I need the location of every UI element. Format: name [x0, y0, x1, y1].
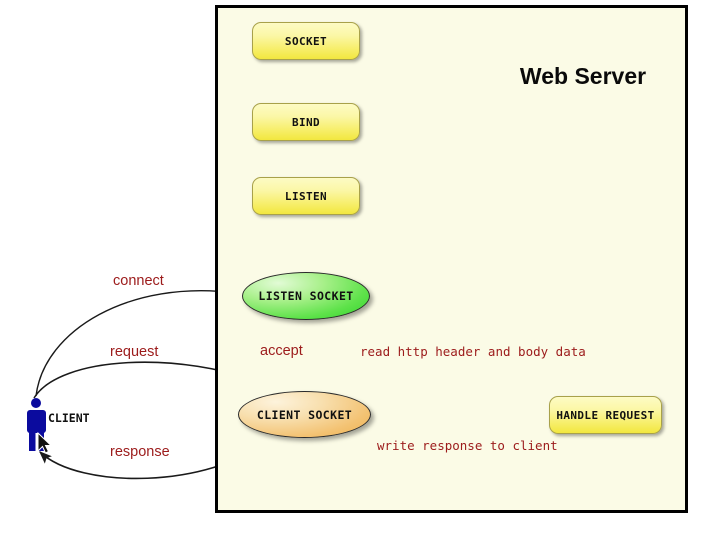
node-client-socket-label: CLIENT SOCKET — [256, 407, 353, 422]
node-client-socket[interactable]: CLIENT SOCKET — [238, 391, 371, 438]
node-listen[interactable]: LISTEN — [252, 177, 360, 215]
node-listen-label: LISTEN — [284, 189, 328, 203]
node-bind[interactable]: BIND — [252, 103, 360, 141]
node-listen-socket-label: LISTEN SOCKET — [258, 289, 354, 303]
edge-label-request: request — [110, 344, 159, 360]
node-handle-request[interactable]: HANDLE REQUEST — [549, 396, 662, 434]
edge-connect — [35, 287, 238, 397]
edge-label-accept: accept — [260, 343, 303, 359]
edge-label-response: response — [110, 444, 170, 460]
edge-label-connect: connect — [113, 273, 164, 289]
node-handle-request-label: HANDLE REQUEST — [556, 408, 655, 422]
web-server-title: Web Server — [519, 63, 647, 89]
node-bind-label: BIND — [291, 115, 321, 129]
node-listen-socket[interactable]: LISTEN SOCKET — [242, 272, 370, 320]
mouse-cursor-icon — [37, 432, 53, 454]
edge-label-write: write response to client — [377, 438, 558, 453]
client-actor-icon[interactable] — [22, 396, 56, 452]
node-socket-label: SOCKET — [284, 34, 328, 48]
node-socket[interactable]: SOCKET — [252, 22, 360, 60]
client-actor-label: CLIENT — [48, 411, 90, 425]
edge-label-read: read http header and body data — [360, 344, 586, 359]
